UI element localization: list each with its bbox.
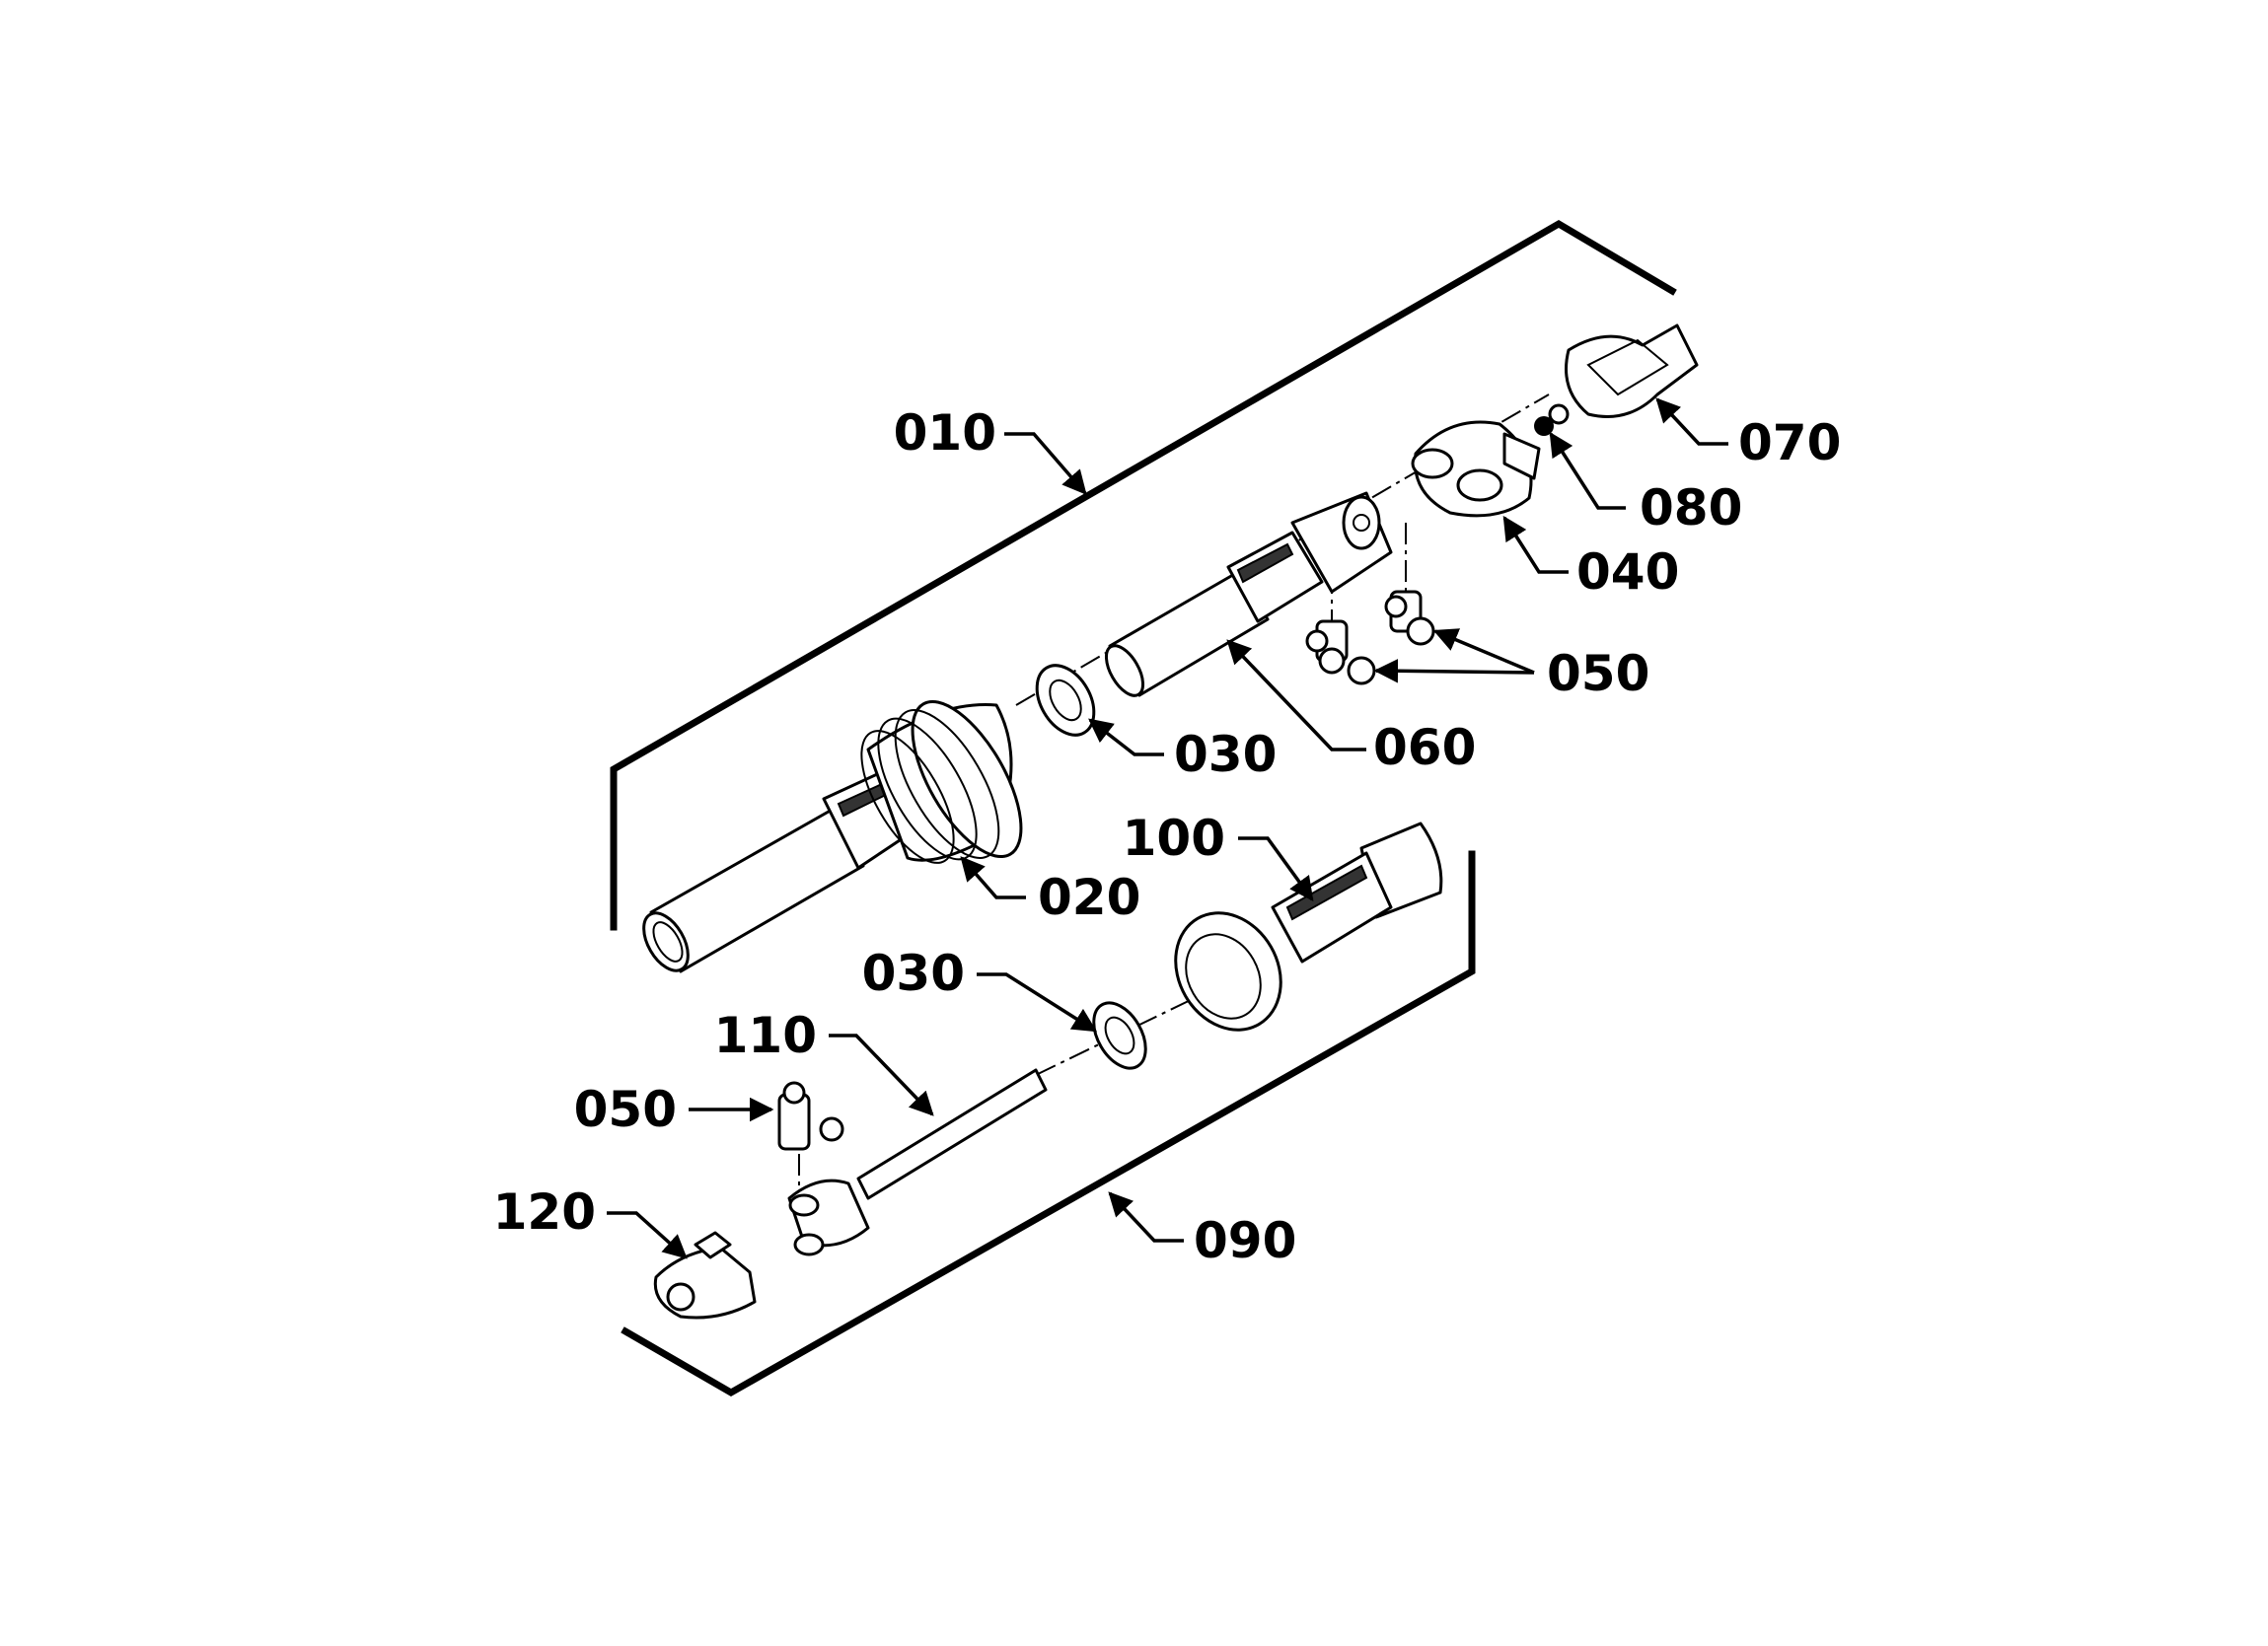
callout-110: 110 <box>714 1007 934 1116</box>
callout-050-lower: 050 <box>574 1081 774 1138</box>
label-110: 110 <box>714 1007 817 1064</box>
callout-070: 070 <box>1655 397 1841 471</box>
label-060: 060 <box>1373 719 1476 776</box>
cross-journal-lower-part <box>777 1081 844 1151</box>
double-yoke-part <box>1411 420 1541 518</box>
push-pin-yoke-part <box>1548 323 1699 425</box>
bearing-ring-lower-part <box>1092 1001 1147 1070</box>
locking-ball-part <box>1534 416 1554 436</box>
callout-120: 120 <box>493 1183 688 1259</box>
bracket-010 <box>610 219 1677 931</box>
callout-090: 090 <box>1108 1191 1296 1269</box>
label-040: 040 <box>1576 543 1679 601</box>
label-070: 070 <box>1738 414 1841 471</box>
label-050-lower: 050 <box>574 1081 677 1138</box>
label-010: 010 <box>894 404 996 462</box>
callout-030-lower: 030 <box>862 945 1098 1033</box>
label-080: 080 <box>1640 479 1742 537</box>
callout-030-upper: 030 <box>1088 718 1277 783</box>
callout-010: 010 <box>894 404 1087 495</box>
callout-020: 020 <box>960 856 1140 926</box>
callout-060: 060 <box>1226 639 1476 776</box>
callout-080: 080 <box>1549 431 1742 537</box>
bracket-090 <box>621 850 1476 1397</box>
label-100: 100 <box>1123 810 1225 867</box>
label-050-upper: 050 <box>1547 645 1649 702</box>
inner-shaft-yoke-part <box>1104 491 1393 697</box>
label-030-lower: 030 <box>862 945 965 1002</box>
cross-journal-upper-a-part <box>1305 619 1376 685</box>
label-090: 090 <box>1194 1212 1296 1269</box>
cross-journal-upper-b-part <box>1384 590 1435 646</box>
callout-050-upper: 050 <box>1373 628 1649 702</box>
label-020: 020 <box>1038 869 1140 926</box>
callout-040: 040 <box>1502 515 1679 601</box>
inner-shaft-lower-part <box>787 1068 1048 1256</box>
label-030-upper: 030 <box>1174 726 1277 783</box>
outer-guard-lower-part <box>1174 822 1443 1032</box>
label-120: 120 <box>493 1183 596 1241</box>
bearing-ring-upper-part <box>1035 664 1096 737</box>
callout-100: 100 <box>1123 810 1314 901</box>
outer-guard-tube-part <box>642 699 1023 973</box>
